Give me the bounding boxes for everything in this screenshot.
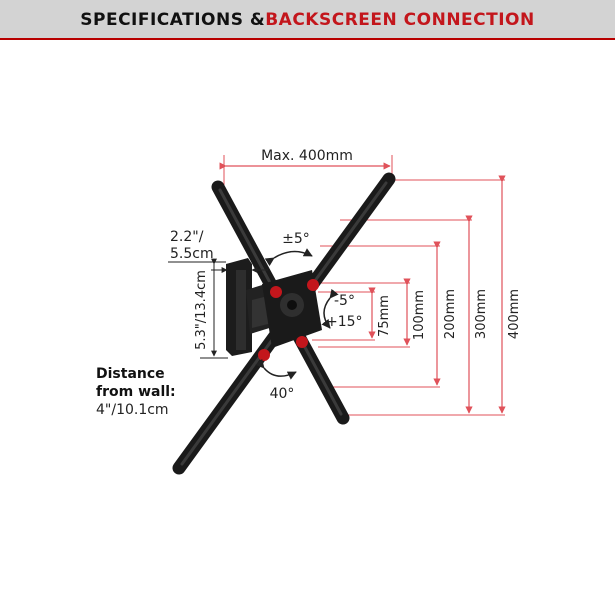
distance-value: 4"/10.1cm [96,402,169,418]
header-title-part1: SPECIFICATIONS & [80,10,266,30]
header-underline [0,38,615,40]
tilt-side-indicator: ±5° [264,231,313,267]
mount-screw-3 [296,336,308,348]
distance-label-line2: from wall: [96,384,176,400]
wall-plate-height-label: 5.3"/13.4cm [194,270,209,350]
swivel-indicator: 40° [255,358,297,402]
tilt-vertical-top-label: -5° [334,293,355,309]
vesa-300-label: 300mm [474,289,489,339]
header-bar: SPECIFICATIONS & BACKSCREEN CONNECTION [0,0,615,40]
vesa-dimension-labels: 75mm 100mm 200mm 300mm 400mm [377,289,522,340]
mount-screw-1 [270,286,282,298]
max-width-dimension: Max. 400mm [219,148,393,185]
wall-plate-offset-dimension: 2.2"/ 5.5cm [168,229,268,273]
tilt-vertical-bottom-label: +15° [326,314,363,330]
mount-screw-2 [307,279,319,291]
mount-bracket [172,172,396,475]
wall-plate-offset-label-1: 2.2"/ [170,229,204,245]
wall-plate-offset-label-2: 5.5cm [170,246,214,262]
tilt-vertical-indicator: -5° +15° [321,288,363,330]
swivel-label: 40° [270,386,295,402]
mount-screw-4 [258,349,270,361]
vesa-75-label: 75mm [377,295,392,337]
vesa-100-label: 100mm [412,290,427,340]
distance-from-wall: Distance from wall: 4"/10.1cm [96,366,176,418]
vesa-400-label: 400mm [507,289,522,339]
distance-label-line1: Distance [96,366,165,382]
vesa-dimension-lines [368,175,506,414]
wall-plate-height-dimension: 5.3"/13.4cm [194,258,228,359]
max-width-label: Max. 400mm [261,148,353,164]
vesa-200-label: 200mm [443,289,458,339]
tilt-side-label: ±5° [282,231,310,247]
header-title-part2: BACKSCREEN CONNECTION [265,10,535,30]
